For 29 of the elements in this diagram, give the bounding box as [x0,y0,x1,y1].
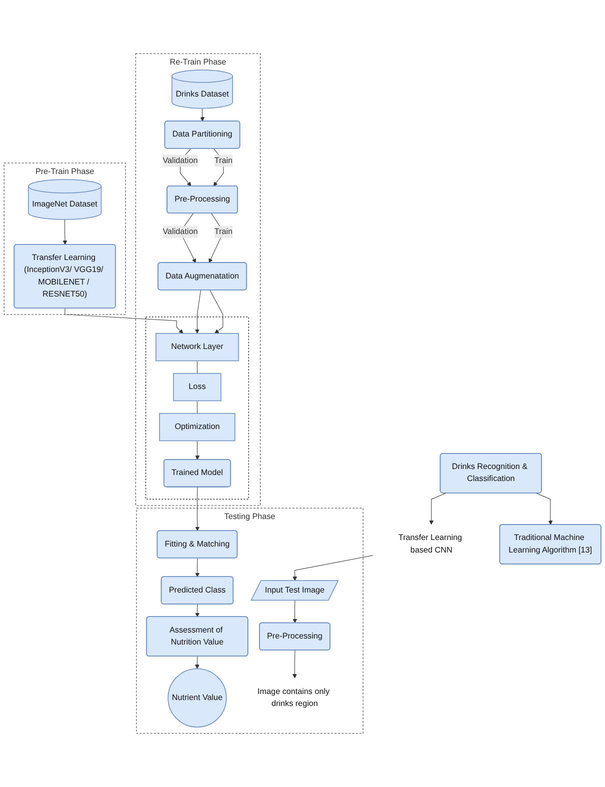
arrow [195,486,200,532]
edge-label: Validation [162,227,198,236]
arrow [194,290,201,334]
arrow [292,555,374,581]
arrow [195,440,200,460]
arrow [208,213,224,264]
arrow [292,600,298,624]
arrow [210,290,224,334]
arrow [536,492,553,525]
connector [196,400,198,414]
arrow [292,650,297,678]
arrow [195,604,200,618]
node-circle: Nutrient Value [168,668,227,728]
node-box: Optimization [159,413,236,442]
arrow [195,558,200,578]
cluster [145,316,249,500]
edge-label: Train [214,227,233,236]
edge-label: Validation [162,156,198,165]
arrow [200,108,205,122]
connector [196,360,198,374]
edge-label: Train [214,156,233,165]
arrow [429,492,446,525]
node-text: Transfer Learning based CNN [398,534,462,554]
arrow [64,308,184,334]
arrow [62,219,68,245]
node-box: Network Layer [156,333,239,362]
arrow [194,656,200,669]
node-text: Image contains only drinks region [258,687,330,708]
node-box: Loss [173,373,222,402]
